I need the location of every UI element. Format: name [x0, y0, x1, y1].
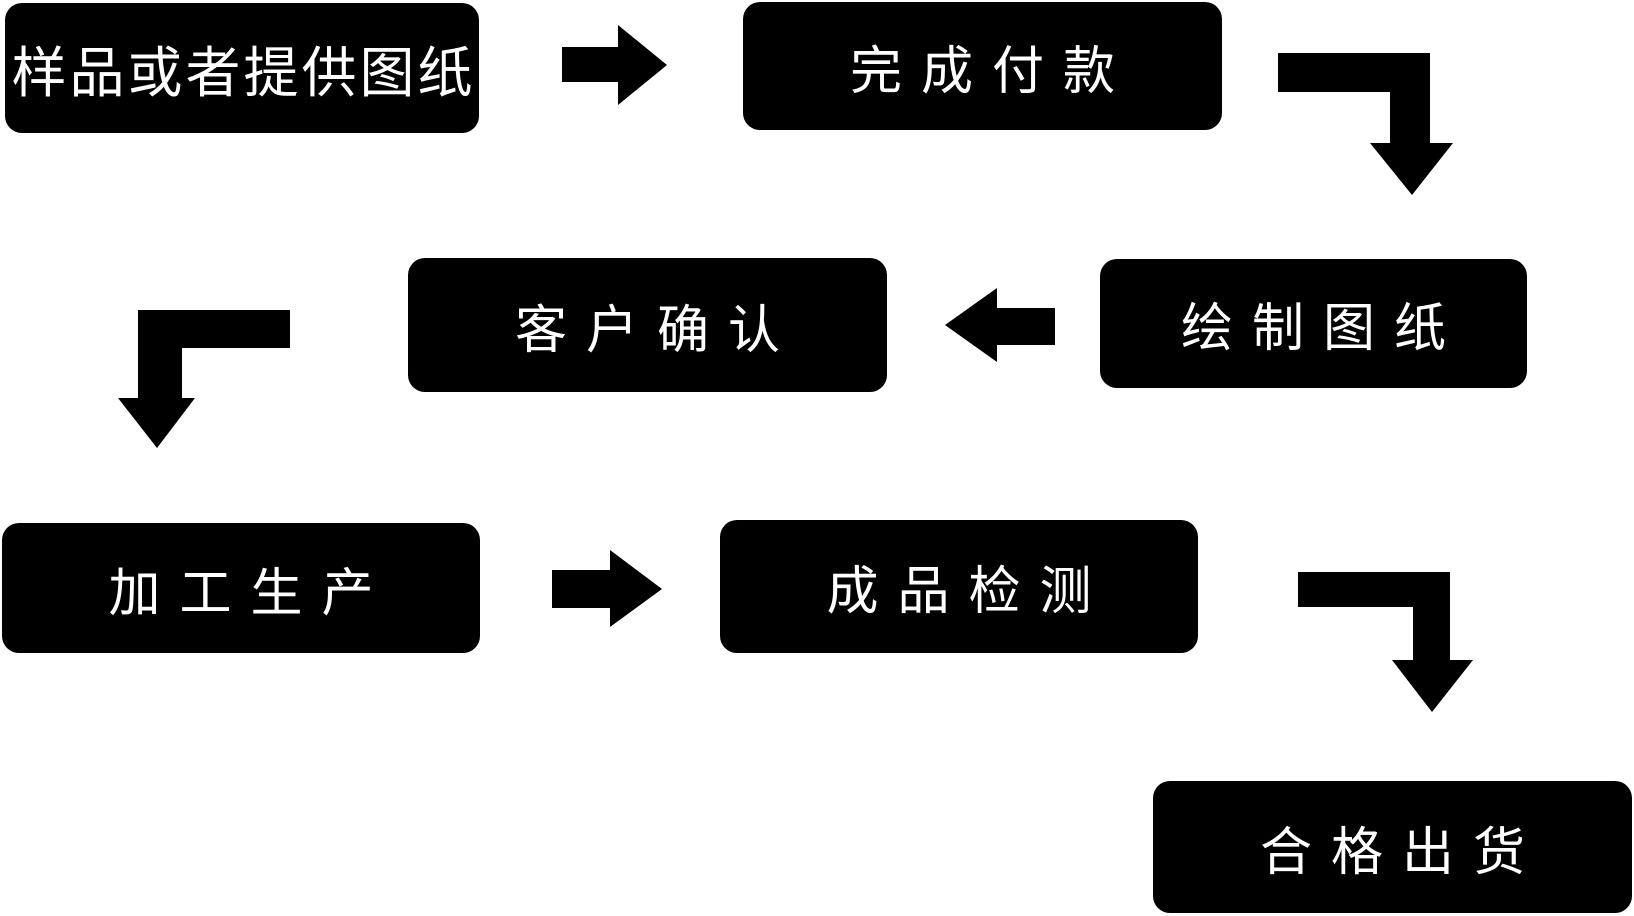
flow-node-label: 客户确认 — [514, 300, 799, 361]
flow-node-complete-payment: 完成付款 — [743, 2, 1222, 130]
arrow-elbow-down-icon — [1298, 572, 1473, 712]
flow-node-qualified-shipment: 合格出货 — [1153, 781, 1632, 913]
flow-node-label: 成品检测 — [826, 562, 1111, 622]
flow-node-sample-or-drawing-provided: 样品或者提供图纸 — [5, 3, 479, 133]
arrow-right-icon — [552, 550, 662, 627]
arrow-elbow-down-icon — [1278, 53, 1453, 195]
flow-node-customer-confirmation: 客户确认 — [408, 258, 887, 392]
arrow-left-icon — [945, 288, 1055, 362]
flow-node-label: 完成付款 — [849, 41, 1134, 102]
flow-node-label: 样品或者提供图纸 — [11, 41, 476, 105]
flow-node-finished-product-inspection: 成品检测 — [720, 520, 1198, 653]
flow-node-label: 合格出货 — [1259, 822, 1544, 883]
arrow-elbow-down-left-icon — [118, 310, 290, 448]
flow-node-processing-production: 加工生产 — [2, 523, 480, 653]
flow-node-draw-drawing: 绘制图纸 — [1100, 259, 1527, 388]
flow-node-label: 绘制图纸 — [1180, 299, 1465, 359]
flow-node-label: 加工生产 — [108, 563, 393, 624]
arrow-right-icon — [562, 25, 667, 105]
